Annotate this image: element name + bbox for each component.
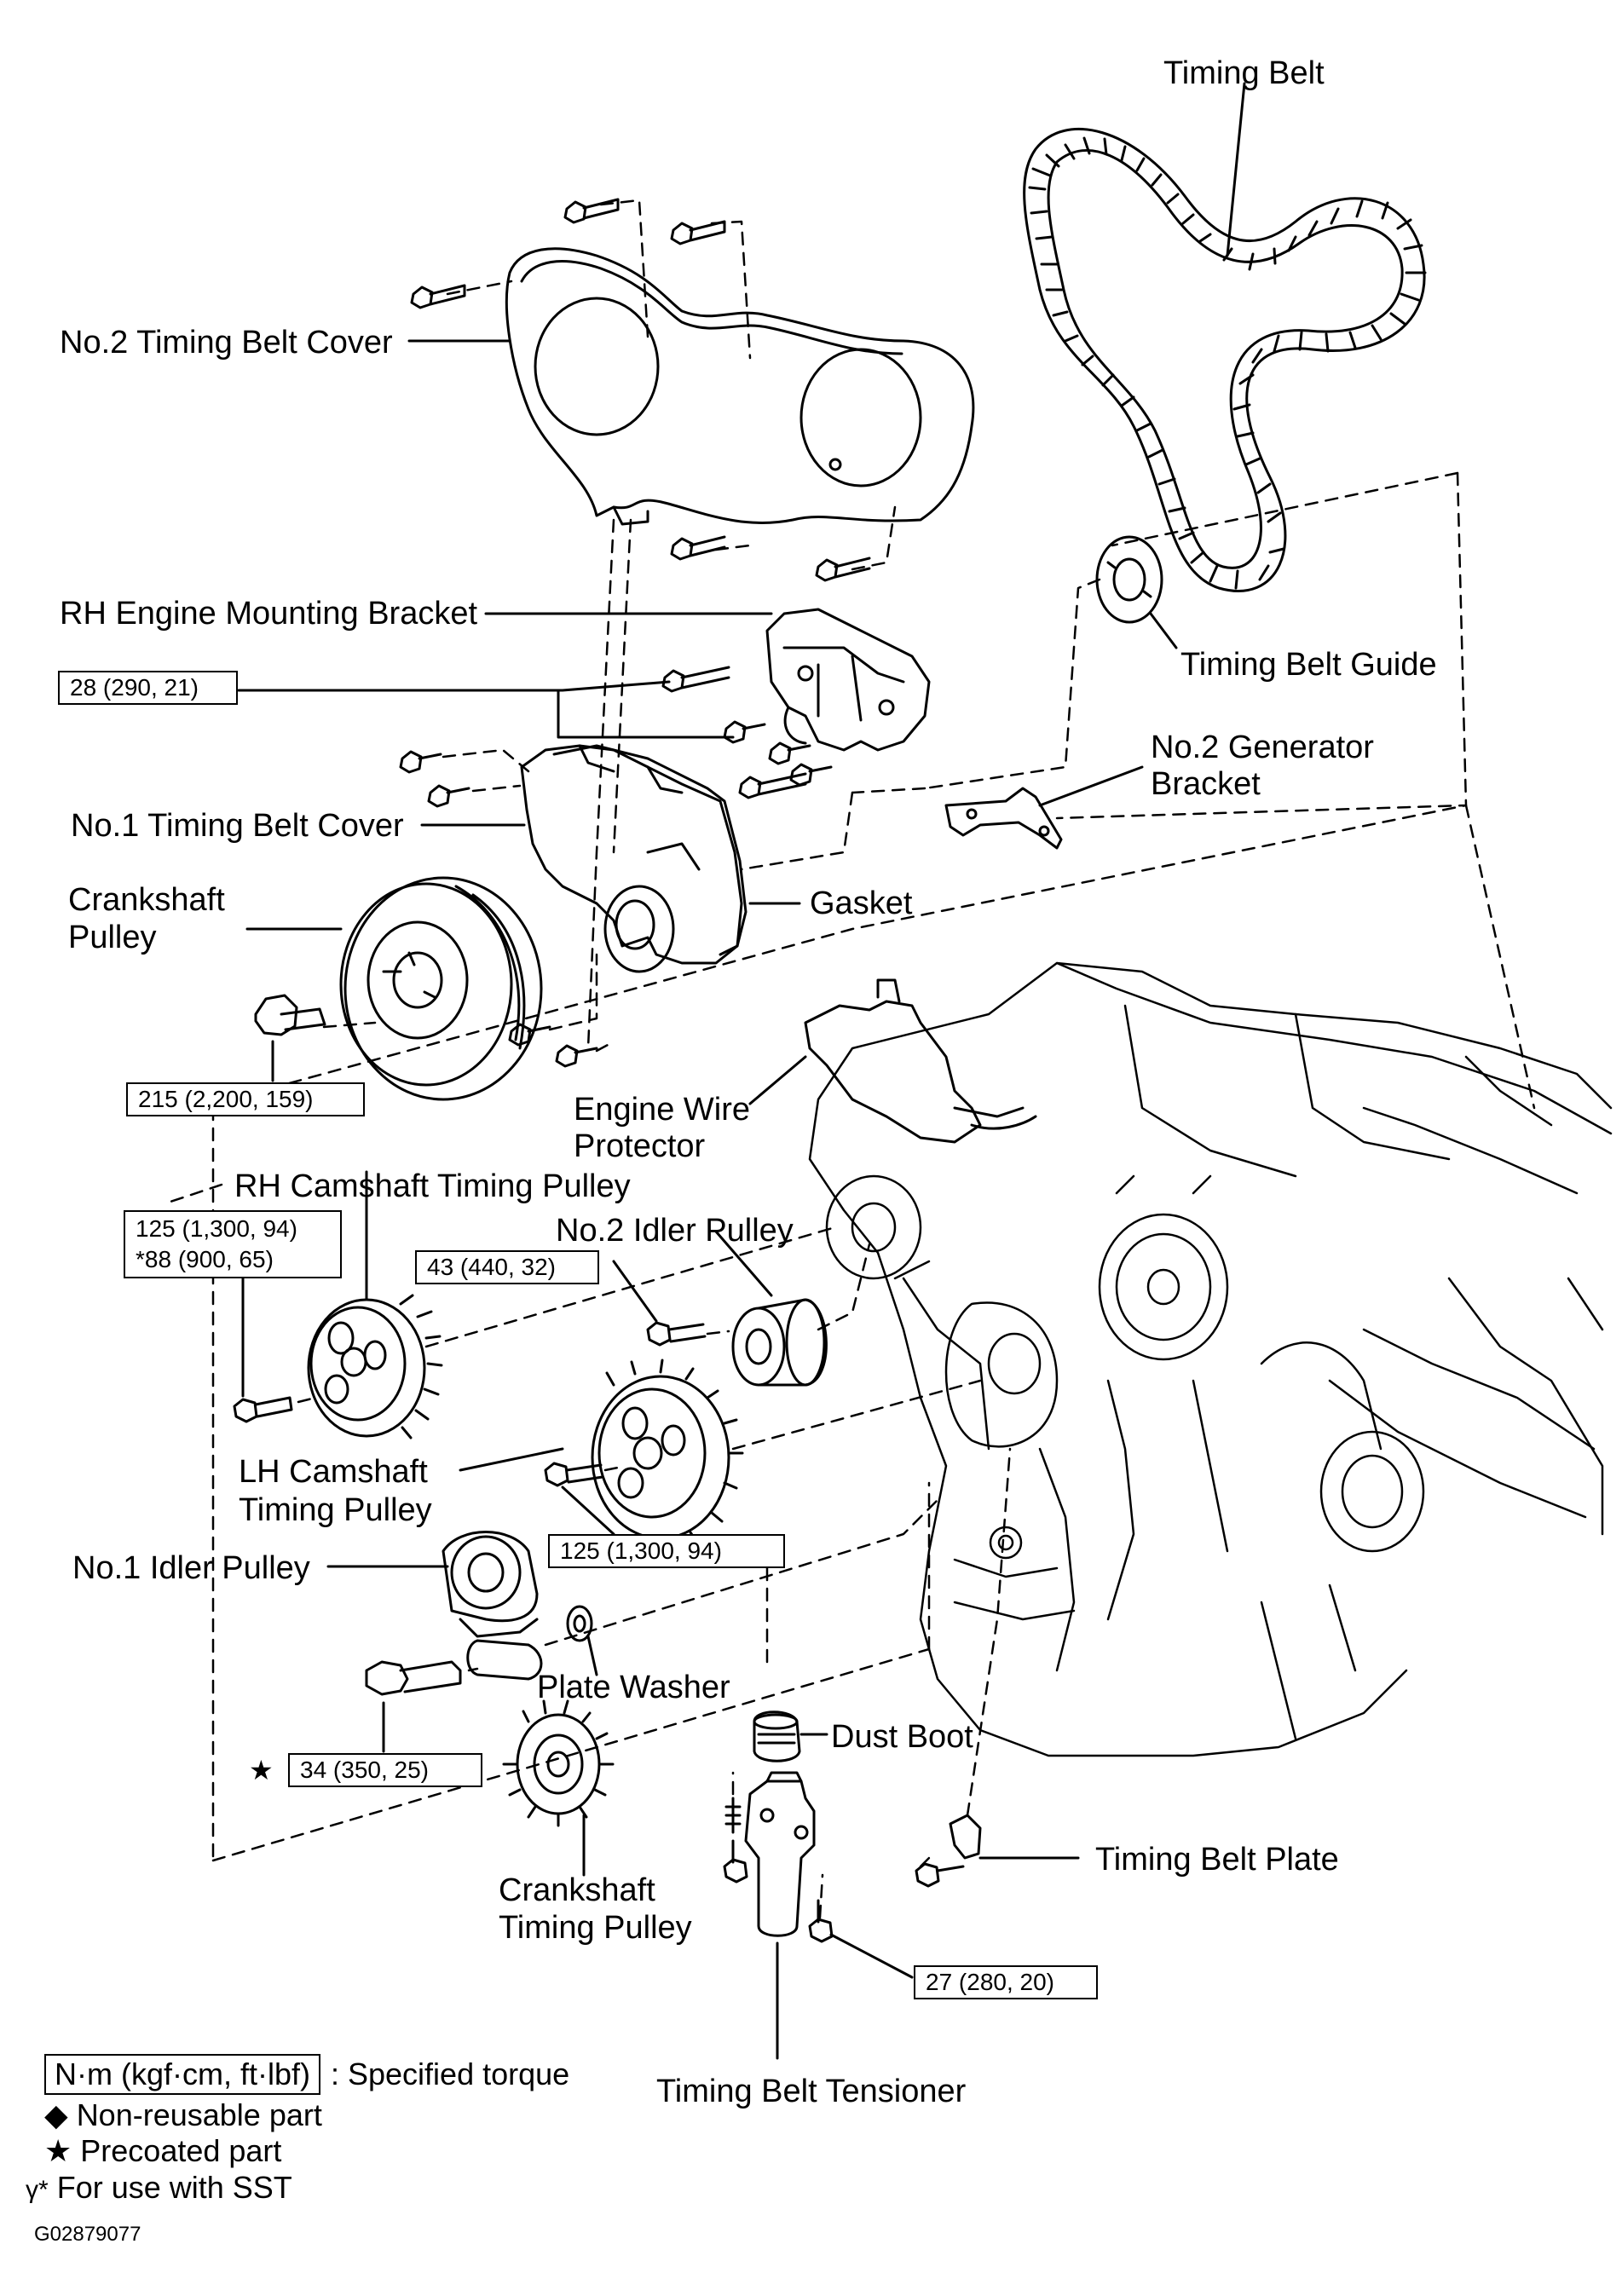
sst-icon: γ* bbox=[26, 2176, 49, 2204]
no1-idler-guides bbox=[467, 1498, 939, 1672]
dust-boot bbox=[753, 1710, 801, 1762]
label-no2-generator-bracket-1: No.2 Generator bbox=[1151, 730, 1374, 765]
leader-t-no2-idler bbox=[612, 1260, 658, 1323]
engine-block bbox=[808, 961, 1613, 1757]
label-crankshaft-pulley-1: Crankshaft bbox=[68, 882, 225, 918]
label-timing-belt-guide: Timing Belt Guide bbox=[1180, 647, 1437, 683]
label-timing-belt-plate: Timing Belt Plate bbox=[1095, 1842, 1339, 1878]
label-lh-camshaft-2: Timing Pulley bbox=[239, 1492, 432, 1528]
crankshaft-timing-pulley bbox=[502, 1699, 615, 1827]
timing-belt-guide bbox=[1095, 535, 1163, 624]
torque-box-tensioner: 27 (280, 20) bbox=[914, 1965, 1098, 1999]
legend-sst-text: For use with SST bbox=[56, 2170, 292, 2205]
torque-box-rh-camshaft: 125 (1,300, 94) *88 (900, 65) bbox=[124, 1210, 342, 1278]
label-no2-generator-bracket-2: Bracket bbox=[1151, 766, 1261, 802]
legend-torque-desc: : Specified torque bbox=[330, 2057, 570, 2091]
label-rh-camshaft-timing-pulley: RH Camshaft Timing Pulley bbox=[234, 1168, 631, 1204]
label-engine-wire-protector-1: Engine Wire bbox=[574, 1092, 750, 1128]
lh-cam-guides bbox=[603, 1379, 982, 1664]
engine-wire-protector bbox=[804, 978, 1037, 1144]
leader-belt-guide bbox=[1149, 612, 1178, 649]
lh-camshaft-timing-pulley bbox=[591, 1359, 744, 1544]
tensioner-bolts bbox=[723, 1797, 834, 1943]
no1-idler-pulley bbox=[442, 1531, 543, 1681]
label-crankshaft-timing-pulley-2: Timing Pulley bbox=[499, 1910, 692, 1946]
leader-no2-idler bbox=[714, 1230, 773, 1297]
no1-idler-bolt bbox=[365, 1660, 462, 1696]
label-gasket: Gasket bbox=[810, 886, 913, 921]
label-no2-idler-pulley: No.2 Idler Pulley bbox=[556, 1213, 794, 1249]
rh-engine-mounting-bracket bbox=[765, 608, 931, 752]
leader-gen-bracket bbox=[1038, 765, 1144, 807]
legend-sst: γ* For use with SST bbox=[26, 2169, 292, 2209]
no1-cover-guides bbox=[442, 748, 926, 1053]
rh-cam-bolt bbox=[233, 1396, 293, 1423]
no1-cover-bolts bbox=[399, 750, 598, 1068]
label-plate-washer: Plate Washer bbox=[537, 1670, 730, 1705]
no1-timing-belt-cover bbox=[520, 744, 743, 973]
belt-plate-guides bbox=[919, 1447, 1012, 1868]
leader-wire-protector bbox=[748, 1055, 807, 1105]
torque-box-no2-idler: 43 (440, 32) bbox=[415, 1250, 599, 1284]
leader-t-tensioner bbox=[829, 1933, 914, 1979]
precoated-star-icon: ★ bbox=[249, 1755, 274, 1785]
label-crankshaft-timing-pulley-1: Crankshaft bbox=[499, 1872, 655, 1908]
legend-precoated: ★ Precoated part bbox=[44, 2133, 282, 2168]
torque-rh-cam-line-1: 125 (1,300, 94) bbox=[136, 1215, 297, 1242]
torque-box-no1-idler: 34 (350, 25) bbox=[288, 1753, 482, 1787]
label-no2-timing-belt-cover: No.2 Timing Belt Cover bbox=[60, 325, 393, 361]
label-no1-idler-pulley: No.1 Idler Pulley bbox=[72, 1550, 310, 1586]
no2-generator-bracket bbox=[944, 787, 1063, 850]
leader-lh-cam bbox=[459, 1447, 564, 1472]
tensioner-guides bbox=[731, 1771, 824, 1919]
label-lh-camshaft-1: LH Camshaft bbox=[239, 1454, 428, 1490]
leader-plate-washer bbox=[586, 1635, 598, 1676]
legend-torque-box: N·m (kgf·cm, ft·lbf) bbox=[44, 2054, 320, 2095]
label-engine-wire-protector-2: Protector bbox=[574, 1128, 706, 1164]
torque-box-crankshaft-pulley: 215 (2,200, 159) bbox=[126, 1082, 365, 1116]
cover-bolts bbox=[410, 198, 871, 582]
crankshaft-pulley-bolt bbox=[254, 994, 326, 1036]
leader-t-bracket bbox=[237, 680, 735, 739]
label-timing-belt-tensioner: Timing Belt Tensioner bbox=[656, 2074, 967, 2109]
legend-non-reusable: ◆ Non-reusable part bbox=[44, 2097, 322, 2132]
figure-code: G02879077 bbox=[34, 2223, 141, 2246]
timing-belt bbox=[1023, 128, 1427, 592]
torque-rh-cam-line-2: *88 (900, 65) bbox=[136, 1246, 274, 1272]
label-timing-belt: Timing Belt bbox=[1163, 55, 1325, 91]
timing-belt-plate bbox=[915, 1814, 982, 1888]
no2-idler-guides bbox=[706, 1243, 871, 1335]
gasket bbox=[552, 744, 748, 956]
label-no1-timing-belt-cover: No.1 Timing Belt Cover bbox=[71, 808, 404, 844]
rh-camshaft-timing-pulley bbox=[307, 1294, 443, 1439]
no2-idler-bolt bbox=[646, 1321, 707, 1347]
no2-idler-pulley bbox=[731, 1298, 828, 1387]
frame-guides bbox=[169, 804, 1536, 1862]
legend-torque: N·m (kgf·cm, ft·lbf) : Specified torque bbox=[44, 2054, 569, 2095]
label-rh-engine-mounting-bracket: RH Engine Mounting Bracket bbox=[60, 596, 478, 632]
plate-washer bbox=[566, 1605, 593, 1642]
timing-belt-tensioner bbox=[744, 1771, 816, 1937]
no2-timing-belt-cover bbox=[505, 247, 975, 526]
crankshaft-pulley bbox=[339, 876, 543, 1101]
leader-t-lh-cam bbox=[561, 1485, 615, 1536]
leader-timing-belt bbox=[1226, 82, 1246, 257]
torque-box-bracket: 28 (290, 21) bbox=[58, 671, 238, 705]
label-dust-boot: Dust Boot bbox=[831, 1719, 973, 1755]
torque-box-lh-camshaft: 125 (1,300, 94) bbox=[548, 1534, 785, 1568]
lh-cam-bolt bbox=[544, 1462, 604, 1487]
label-crankshaft-pulley-2: Pulley bbox=[68, 920, 157, 955]
